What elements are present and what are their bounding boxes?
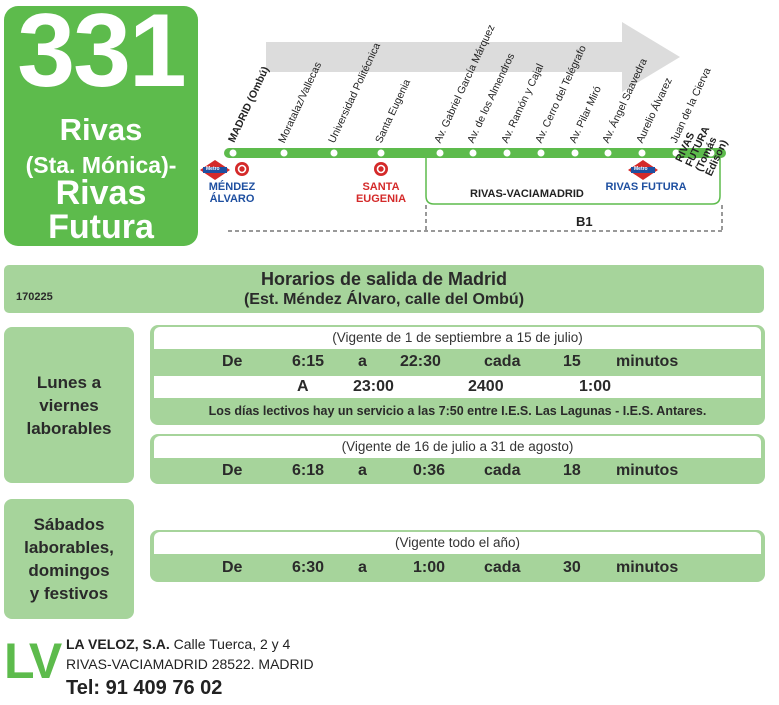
company-address-line1: LA VELOZ, S.A. Calle Tuerca, 2 y 4 [66,636,290,652]
schedule-title: Horarios de salida de Madrid [260,269,508,289]
day-label-line: Lunes a [36,372,102,392]
cell-de: De [222,353,243,370]
schedule-note: Los días lectivos hay un servicio a las … [208,404,707,418]
schedule-code: 170225 [16,291,53,303]
stop-dot [280,149,288,157]
route-number: 331 [17,0,187,109]
route-name-line4: Futura [48,208,154,246]
interchange-line: ÁLVARO [209,193,255,205]
cell-minutos: minutos [616,353,679,370]
metro-badge-text: Metro [206,166,220,172]
route-name-line3: Rivas [55,174,147,212]
day-label-line: laborables [26,418,112,438]
schedule-subtitle: (Est. Méndez Álvaro, calle del Ombú) [243,291,525,308]
stop-dot [672,149,680,157]
stop-dot [229,149,237,157]
interchange-santa-eugenia: SANTA EUGENIA [350,181,412,205]
interchange-line: EUGENIA [355,193,407,205]
interchange-line: MÉNDEZ [208,181,256,193]
cell-de: De [222,462,243,479]
schedule-panel-3: (Vigente todo el año) De 6:30 a 1:00 cad… [150,530,765,582]
cell-start: 6:30 [292,559,325,576]
interchange-rivas-futura: RIVAS FUTURA [605,181,687,193]
cell-end: 0:36 [413,462,446,479]
interchange-mendez-alvaro: MÉNDEZ ÁLVARO [202,181,262,205]
cell-minutos: minutos [616,559,679,576]
zone-label: B1 [576,214,593,229]
schedule-row: De 6:30 a 1:00 cada 30 minutos [154,557,761,579]
cell-interval: 15 [563,353,581,370]
interchange-line: SANTA [362,181,400,193]
day-label-weekdays: Lunes a viernes laborables [4,327,134,483]
cell-end: 1:00 [413,559,446,576]
cell-cada: cada [484,559,521,576]
company-logo: LV [4,633,62,689]
route-name-line1: Rivas [59,112,143,147]
day-label-weekends: Sábados laborables, domingos y festivos [4,499,134,619]
day-label-line: y festivos [29,584,109,603]
cell-minutos: minutos [616,462,679,479]
cell-a: a [358,462,367,479]
rivas-bracket [425,158,721,205]
cell-interval: 18 [563,462,581,479]
stop-dot [604,149,612,157]
stop-dot [537,149,545,157]
cell-time: 23:00 [353,378,394,395]
day-label-line: domingos [28,561,110,580]
route-diagram-graphics [200,22,726,232]
direction-arrow-icon [266,22,680,92]
cell-start: 6:18 [292,462,325,479]
stop-dot [436,149,444,157]
schedule-row: De 6:15 a 22:30 cada 15 minutos [154,351,761,373]
cell-cada: cada [484,462,521,479]
metro-icon [628,160,658,180]
validity-text: (Vigente de 16 de julio a 31 de agosto) [154,436,761,458]
day-label-line: Sábados [33,515,105,534]
municipality-label: RIVAS-VACIAMADRID [470,188,584,200]
stop-dot [377,149,385,157]
company-name: LA VELOZ, S.A. [66,636,170,652]
cell-a: a [358,559,367,576]
cercanias-icon [235,162,249,176]
cell-interval: 30 [563,559,581,576]
metro-icon [200,160,230,180]
cell-start: 6:15 [292,353,325,370]
schedule-row: De 6:18 a 0:36 cada 18 minutos [154,460,761,482]
company-phone: Tel: 91 409 76 02 [66,677,223,699]
stop-dot [469,149,477,157]
route-badge: 331 Rivas (Sta. Mónica)- Rivas Futura [4,0,198,246]
cercanias-icon [374,162,388,176]
cell-a: a [358,353,367,370]
metro-badge-text: Metro [634,166,648,172]
company-address-line2: RIVAS-VACIAMADRID 28522. MADRID [66,656,314,672]
validity-text: (Vigente de 1 de septiembre a 15 de juli… [154,327,761,349]
cell-de: De [222,559,243,576]
stop-dot [330,149,338,157]
cell-end: 22:30 [400,353,441,370]
day-label-line: viernes [39,395,99,415]
stop-dot [503,149,511,157]
cell-a-upper: A [297,378,309,395]
schedule-row: A 23:00 2400 1:00 [154,376,761,398]
stop-dot [571,149,579,157]
day-label-line: laborables, [24,538,114,557]
schedule-panel-2: (Vigente de 16 de julio a 31 de agosto) … [150,434,765,484]
stop-dot [707,149,715,157]
schedule-header: Horarios de salida de Madrid (Est. Ménde… [4,265,764,313]
cell-cada: cada [484,353,521,370]
route-name-line2: (Sta. Mónica)- [25,152,177,178]
cell-time: 1:00 [579,378,612,395]
validity-text: (Vigente todo el año) [154,532,761,554]
route-diagram: Metro Metro MADRID (Ombú) Moratalaz/Vall… [0,0,779,250]
stop-dot [638,149,646,157]
schedule-panel-1: (Vigente de 1 de septiembre a 15 de juli… [150,325,765,425]
company-street: Calle Tuerca, 2 y 4 [169,636,291,652]
cell-time: 2400 [468,378,504,395]
